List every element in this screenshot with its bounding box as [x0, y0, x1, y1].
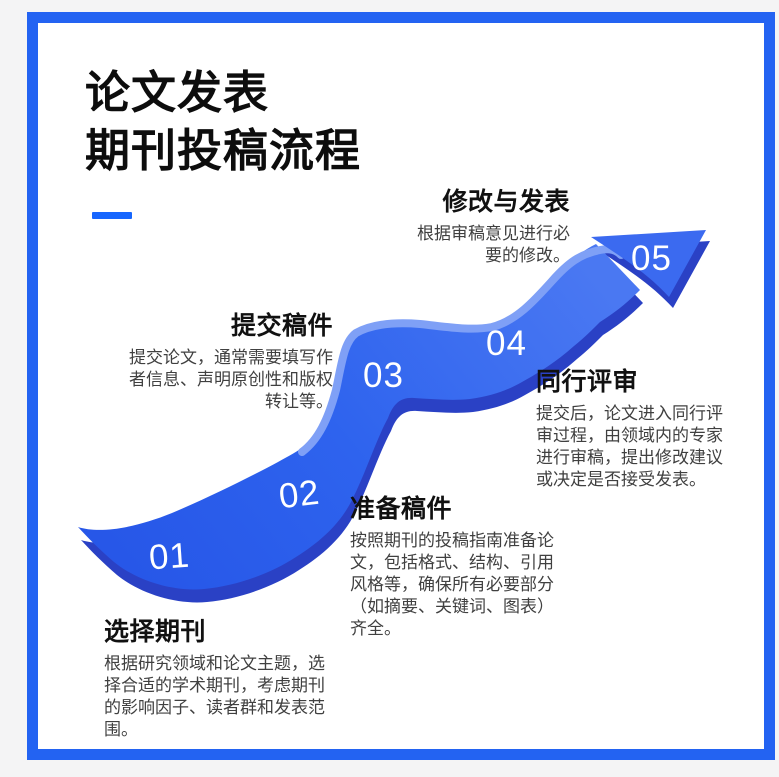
ribbon-top-highlight	[298, 245, 625, 456]
step-05-description: 根据审稿意见进行必要的修改。	[417, 224, 570, 265]
step-02-block: 准备稿件 按照期刊的投稿指南准备论文，包括格式、结构、引用风格等，确保所有必要部…	[350, 493, 562, 640]
step-03-description: 提交论文，通常需要填写作者信息、声明原创性和版权转让等。	[129, 348, 333, 411]
page-title-line1: 论文发表	[85, 67, 270, 118]
title-accent-dash	[92, 212, 132, 219]
step-01-title: 选择期刊	[104, 618, 207, 646]
step-04-block: 同行评审 提交后，论文进入同行评审过程，由领域内的专家进行审稿，提出修改建议或决…	[536, 366, 726, 491]
page-title-line2: 期刊投稿流程	[85, 125, 362, 176]
step-05-number: 05	[631, 239, 672, 278]
step-02-description: 按照期刊的投稿指南准备论文，包括格式、结构、引用风格等，确保所有必要部分（如摘要…	[350, 531, 554, 638]
page-title: 论文发表 期刊投稿流程	[85, 64, 361, 180]
step-02-title: 准备稿件	[350, 495, 453, 523]
step-05-title: 修改与发表	[442, 188, 570, 216]
step-04-number: 04	[486, 324, 527, 363]
step-03-number: 03	[363, 356, 404, 395]
step-04-description: 提交后，论文进入同行评审过程，由领域内的专家进行审稿，提出修改建议或决定是否接受…	[536, 404, 723, 489]
step-03-block: 提交稿件 提交论文，通常需要填写作者信息、声明原创性和版权转让等。	[123, 310, 333, 413]
step-01-block: 选择期刊 根据研究领域和论文主题，选择合适的学术期刊，考虑期刊的影响因子、读者群…	[104, 616, 335, 741]
step-03-title: 提交稿件	[230, 312, 333, 340]
step-02-number: 02	[276, 472, 323, 517]
step-05-block: 修改与发表 根据审稿意见进行必要的修改。	[412, 186, 570, 267]
step-01-description: 根据研究领域和论文主题，选择合适的学术期刊，考虑期刊的影响因子、读者群和发表范围…	[104, 654, 325, 739]
step-04-title: 同行评审	[536, 368, 639, 396]
step-01-number: 01	[147, 535, 192, 578]
